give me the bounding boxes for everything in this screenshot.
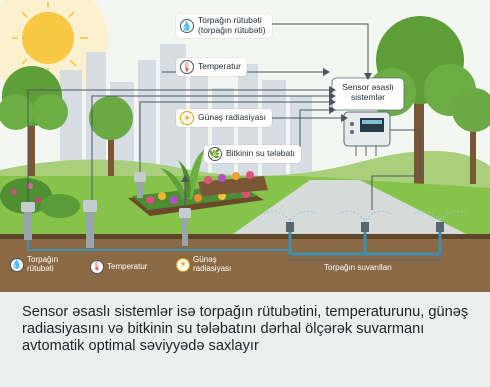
soil: [0, 234, 490, 292]
sun-icon: ☀: [180, 111, 194, 125]
controller-unit: [343, 111, 391, 156]
sun: [22, 12, 74, 64]
sensor-post-3: [134, 172, 146, 198]
sensor-post-1: [21, 202, 35, 240]
temperature-label: 🌡 Temperatur: [176, 58, 247, 76]
sun-icon: ☀: [176, 257, 190, 272]
temperature-label-text: Temperatur: [198, 61, 241, 72]
water-drop-icon: 💧: [180, 18, 194, 33]
arrow-heads: [181, 68, 372, 182]
sprinkler-3: [413, 210, 467, 232]
soil-edge: [0, 234, 490, 239]
sprinklers-label-text: Torpağın suvarılları: [324, 263, 393, 272]
tree-right-small: [452, 88, 490, 184]
solar-radiation-label: ☀ Günəş radiasiyası: [176, 109, 273, 127]
bottom-soil-moisture-text: Torpağın rütubəti: [27, 255, 59, 273]
plant-water-label-text: Bitkinin su tələbatı: [226, 148, 295, 159]
sun-rays: [12, 2, 88, 76]
thermometer-icon: 🌡: [180, 60, 194, 74]
tree-center: [89, 96, 133, 180]
plant-water-label: 🌿 Bitkinin su tələbatı: [204, 145, 301, 163]
bottom-solar-text: Günəş radiasiyası: [193, 255, 232, 273]
solar-radiation-label-text: Günəş radiasiyası: [198, 112, 267, 123]
planter-box: [198, 171, 268, 196]
sensor-post-2: [83, 200, 97, 248]
scene-illustration: [0, 0, 490, 292]
tree-left: [0, 66, 68, 180]
caption-panel: Sensor əsaslı sistemlər isə torpağın rüt…: [0, 292, 490, 387]
irrigation-pipe: [288, 230, 442, 256]
sensor-post-4: [179, 208, 191, 246]
sprinkler-2: [338, 210, 392, 232]
sprinkler-1: [263, 210, 317, 232]
soil-moisture-label-text: Torpağın rütubəti (torpağın rütubəti): [198, 15, 266, 35]
caption-text: Sensor əsaslı sistemlər isə torpağın rüt…: [22, 304, 469, 354]
sprinklers-label: Torpağın suvarılları: [324, 263, 393, 273]
plant-icon: 🌿: [208, 147, 222, 161]
bottom-soil-moisture-label: 💧 Torpağın rütubəti: [10, 255, 59, 274]
water-drop-icon: 💧: [10, 257, 24, 272]
soil-moisture-label: 💧 Torpağın rütubəti (torpağın rütubəti): [176, 14, 272, 38]
bottom-temperature-label: 🌡 Temperatur: [90, 260, 147, 274]
thermometer-icon: 🌡: [90, 260, 104, 274]
sensor-pipe: [27, 240, 290, 251]
bottom-solar-label: ☀ Günəş radiasiyası: [176, 255, 232, 274]
controller-title: Sensor əsaslı sistemlər: [342, 82, 394, 102]
bottom-temperature-text: Temperatur: [107, 261, 148, 271]
sprinkler-bracket: [289, 254, 441, 261]
